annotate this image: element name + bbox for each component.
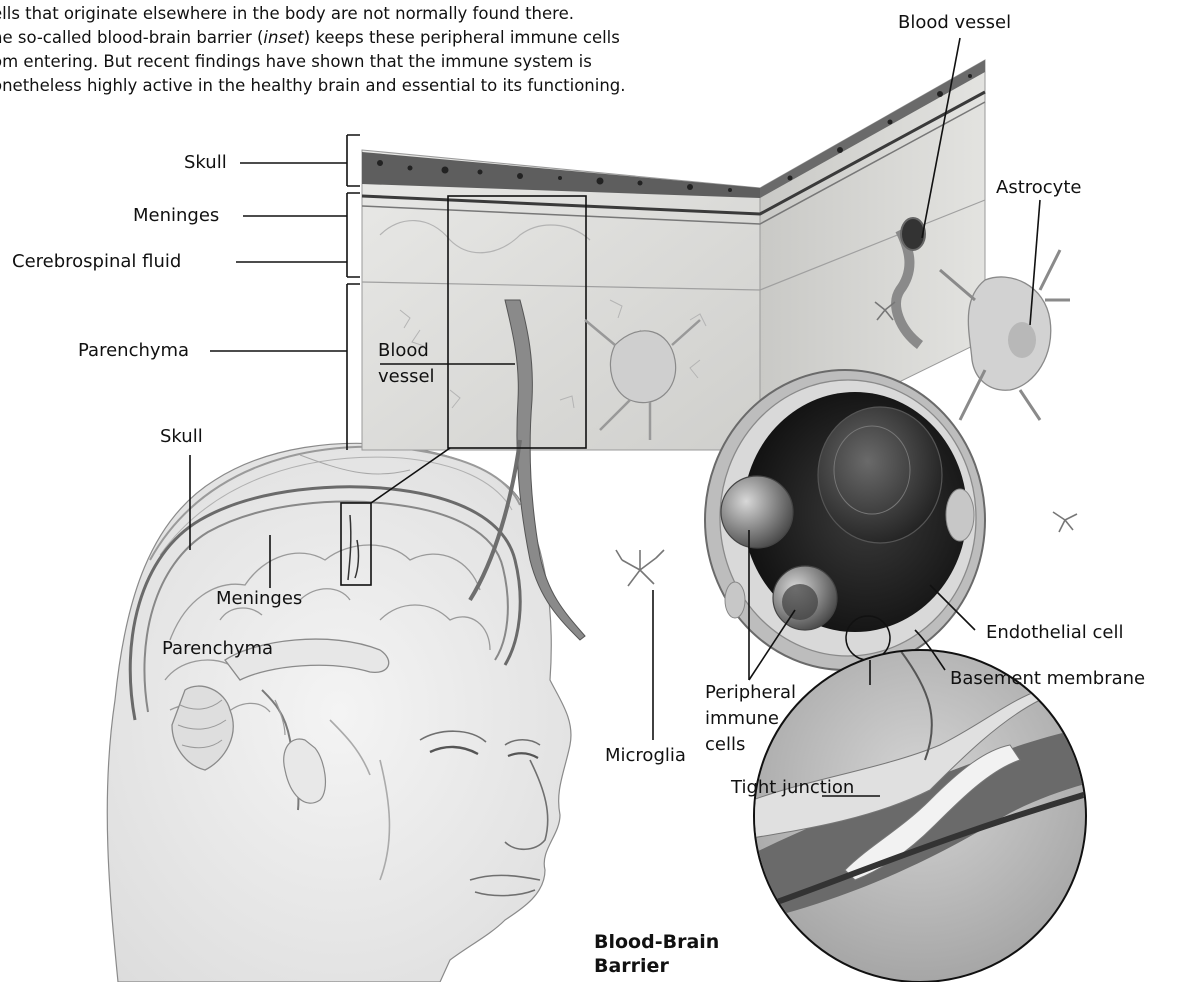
- caption-italic-inset: inset: [263, 28, 303, 47]
- figure-caption: ells that originate elsewhere in the bod…: [0, 2, 772, 98]
- caption-line-4: onetheless highly active in the healthy …: [0, 74, 772, 98]
- label-blood-vessel-inset: Blood vessel: [378, 338, 435, 390]
- side-vessel-opening: [901, 218, 925, 250]
- caption-line-1: ells that originate elsewhere in the bod…: [0, 2, 772, 26]
- label-blood-vessel-top: Blood vessel: [898, 12, 1011, 34]
- bbb-line-2: Barrier: [594, 954, 719, 978]
- label-parenchyma-top: Parenchyma: [78, 340, 189, 362]
- caption-line-2-end: ) keeps these peripheral immune cells: [304, 28, 620, 47]
- label-peripheral-immune-cells: Peripheral immune cells: [705, 680, 796, 758]
- caption-line-2: he so-called blood-brain barrier (inset)…: [0, 26, 772, 50]
- label-cerebrospinal-fluid: Cerebrospinal fluid: [12, 251, 181, 273]
- caption-line-3: om entering. But recent findings have sh…: [0, 50, 772, 74]
- label-basement-membrane: Basement membrane: [950, 668, 1145, 690]
- neuron-cell: [610, 331, 675, 403]
- label-skull-head: Skull: [160, 426, 203, 448]
- label-meninges-head: Meninges: [216, 588, 302, 610]
- label-blood-brain-barrier: Blood-Brain Barrier: [594, 930, 719, 978]
- label-parenchyma-head: Parenchyma: [162, 638, 273, 660]
- vessel-cross-section: [705, 370, 985, 670]
- caption-line-2-start: he so-called blood-brain barrier (: [0, 28, 263, 47]
- label-tight-junction: Tight junction: [731, 777, 854, 799]
- bbb-line-1: Blood-Brain: [594, 930, 719, 954]
- immune-cell-1: [721, 476, 793, 548]
- label-endothelial-cell: Endothelial cell: [986, 622, 1124, 644]
- label-microglia: Microglia: [605, 745, 686, 767]
- label-astrocyte: Astrocyte: [996, 177, 1081, 199]
- label-skull-top: Skull: [184, 152, 227, 174]
- label-meninges-top: Meninges: [133, 205, 219, 227]
